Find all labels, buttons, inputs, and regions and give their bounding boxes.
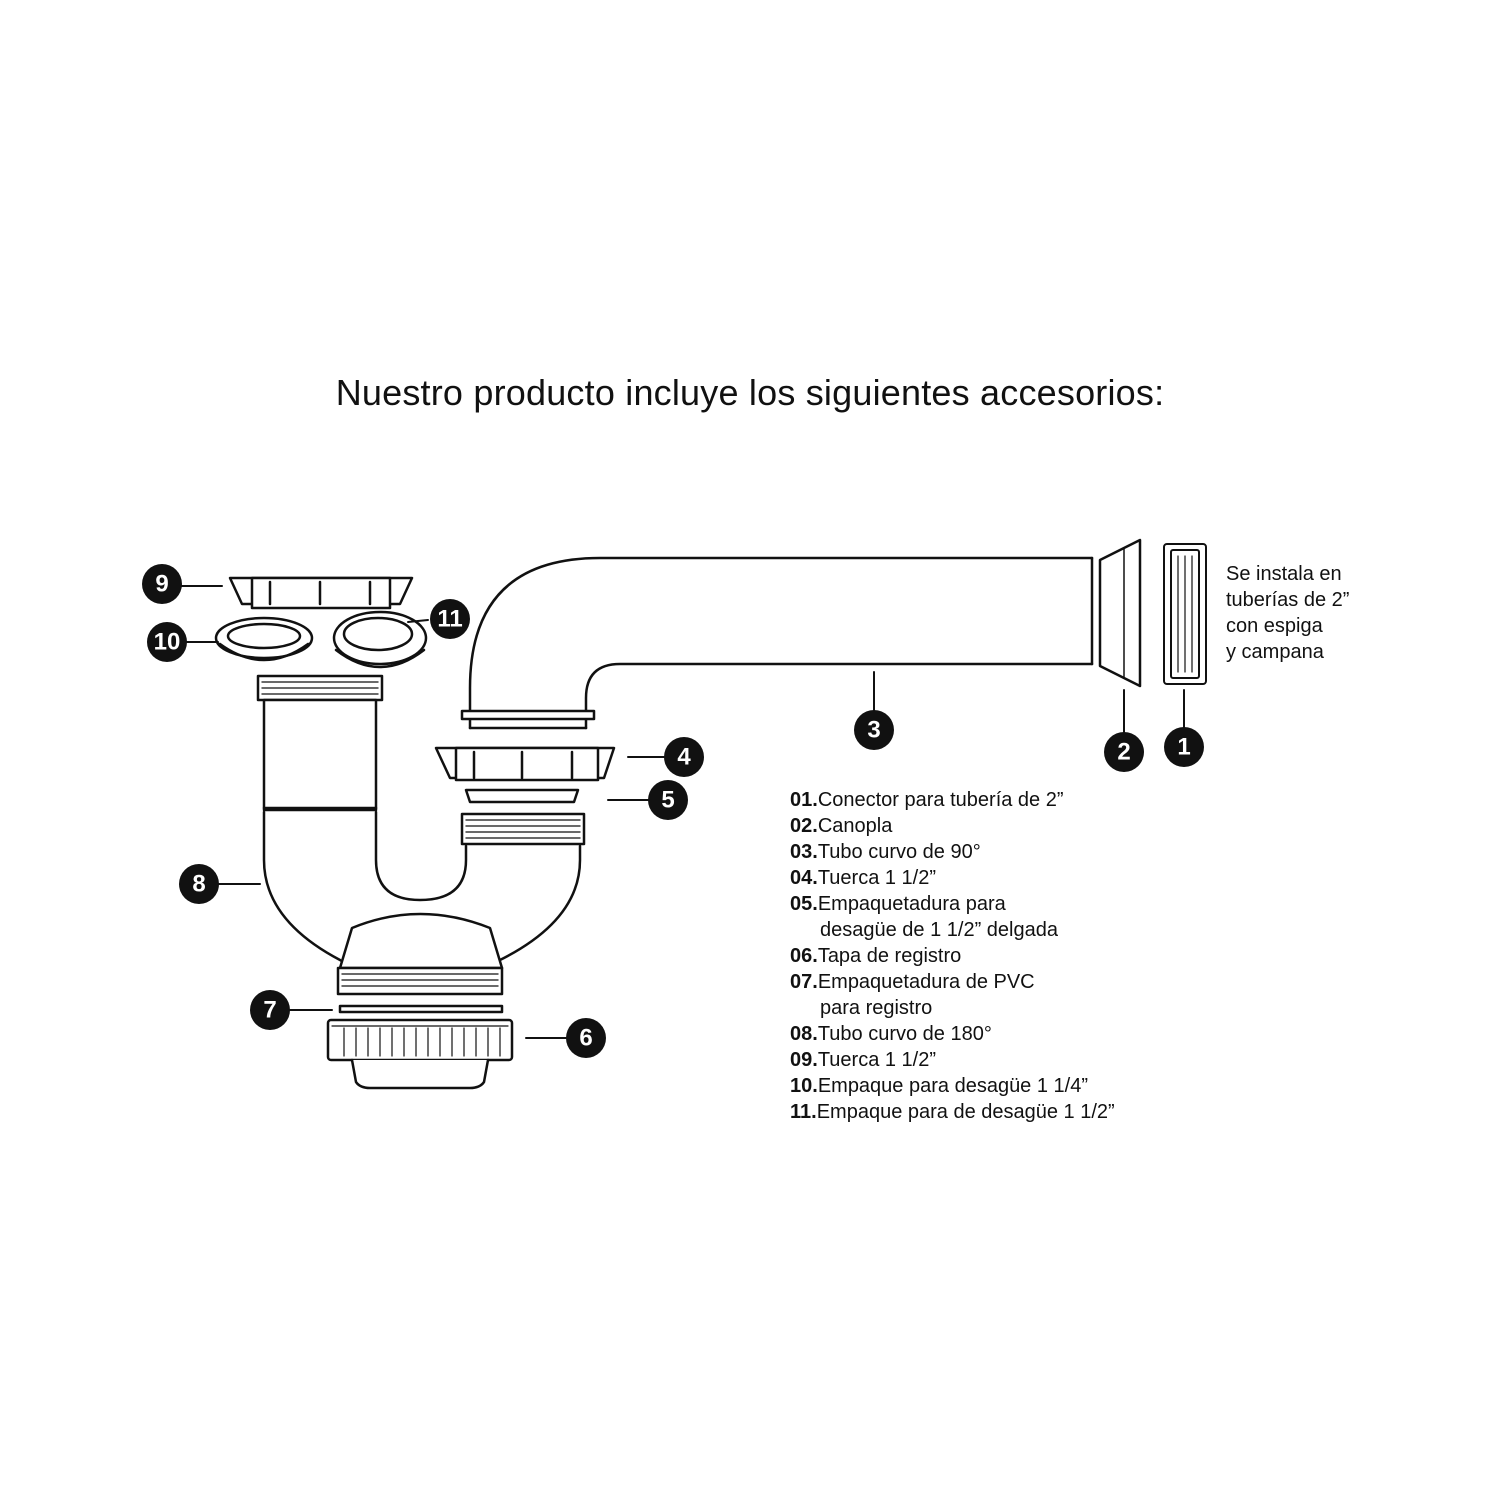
page-title: Nuestro producto incluye los siguientes …	[335, 372, 1165, 413]
installation-note-line: y campana	[1226, 641, 1324, 663]
legend-item: 03.Tubo curvo de 90°	[790, 839, 1390, 865]
part-9-nut	[228, 576, 414, 610]
legend-item: 01.Conector para tubería de 2”	[790, 787, 1390, 813]
callout-1: 1	[1164, 727, 1204, 767]
legend-item: 07.Empaquetadura de PVC	[790, 969, 1390, 995]
svg-text:8: 8	[192, 871, 205, 898]
legend-number: 09.	[790, 1049, 818, 1071]
legend-label: Tuerca 1 1/2”	[817, 867, 937, 889]
part-4-nut	[434, 746, 616, 782]
part-8-curved-tube-180	[256, 674, 586, 996]
installation-note-line: con espiga	[1226, 615, 1323, 637]
legend-number: 05.	[790, 893, 818, 915]
parts-legend: 01.Conector para tubería de 2” 02.Canopl…	[790, 787, 1390, 1125]
svg-text:4: 4	[677, 744, 691, 771]
legend-item: 09.Tuerca 1 1/2”	[790, 1047, 1390, 1073]
installation-note: Se instala en tuberías de 2” con espiga …	[1226, 561, 1426, 665]
callout-9: 9	[142, 564, 182, 604]
legend-label: Tuerca 1 1/2”	[817, 1049, 937, 1071]
legend-label-continued: desagüe de 1 1/2” delgada	[820, 919, 1058, 941]
part-10-gasket	[214, 616, 314, 662]
legend-label: Canopla	[817, 815, 893, 837]
part-7-pvc-gasket	[338, 1004, 504, 1014]
legend-label: Tapa de registro	[817, 945, 962, 967]
part-5-gasket	[464, 788, 580, 804]
callout-6: 6	[566, 1018, 606, 1058]
callout-5: 5	[648, 780, 688, 820]
legend-number: 08.	[790, 1023, 818, 1045]
svg-text:9: 9	[155, 571, 168, 598]
legend-label-continued: para registro	[820, 997, 933, 1019]
legend-number: 01.	[790, 789, 818, 811]
installation-note-line: Se instala en	[1226, 563, 1342, 585]
legend-item: 05.Empaquetadura para	[790, 891, 1390, 917]
legend-label: Empaque para desagüe 1 1/4”	[817, 1075, 1089, 1097]
legend-item: 08.Tubo curvo de 180°	[790, 1021, 1390, 1047]
legend-number: 07.	[790, 971, 818, 993]
svg-text:1: 1	[1177, 734, 1190, 761]
callout-10: 10	[147, 622, 187, 662]
legend-item: 10.Empaque para desagüe 1 1/4”	[790, 1073, 1390, 1099]
legend-number: 02.	[790, 815, 818, 837]
svg-text:11: 11	[437, 606, 462, 633]
legend-label: Empaque para de desagüe 1 1/2”	[816, 1101, 1115, 1123]
callout-8: 8	[179, 864, 219, 904]
legend-item: 02.Canopla	[790, 813, 1390, 839]
legend-number: 11.	[790, 1101, 817, 1123]
part-6-registration-cap	[326, 1018, 514, 1090]
callout-2: 2	[1104, 732, 1144, 772]
legend-label: Tubo curvo de 180°	[817, 1023, 992, 1045]
part-2-canopla	[1098, 538, 1142, 688]
legend-label: Empaquetadura de PVC	[817, 971, 1035, 993]
part-11-gasket	[332, 610, 428, 669]
legend-number: 10.	[790, 1075, 818, 1097]
legend-label: Tubo curvo de 90°	[817, 841, 981, 863]
callout-11: 11	[430, 599, 470, 639]
svg-text:10: 10	[154, 629, 181, 656]
svg-text:7: 7	[263, 997, 276, 1024]
part-1-connector	[1163, 543, 1207, 685]
legend-label: Empaquetadura para	[817, 893, 1006, 915]
callout-7: 7	[250, 990, 290, 1030]
legend-number: 03.	[790, 841, 818, 863]
legend-item: 06.Tapa de registro	[790, 943, 1390, 969]
legend-number: 06.	[790, 945, 818, 967]
part-3-curved-tube-90	[460, 556, 1094, 730]
svg-text:2: 2	[1117, 739, 1130, 766]
svg-text:5: 5	[661, 787, 674, 814]
callout-3: 3	[854, 710, 894, 750]
legend-label: Conector para tubería de 2”	[817, 789, 1064, 811]
legend-item: 11.Empaque para de desagüe 1 1/2”	[790, 1099, 1390, 1125]
callout-4: 4	[664, 737, 704, 777]
svg-text:3: 3	[867, 717, 880, 744]
leader-lines	[179, 585, 1185, 1039]
installation-note-line: tuberías de 2”	[1226, 589, 1350, 611]
svg-text:6: 6	[579, 1025, 592, 1052]
legend-item: 04.Tuerca 1 1/2”	[790, 865, 1390, 891]
legend-number: 04.	[790, 867, 818, 889]
